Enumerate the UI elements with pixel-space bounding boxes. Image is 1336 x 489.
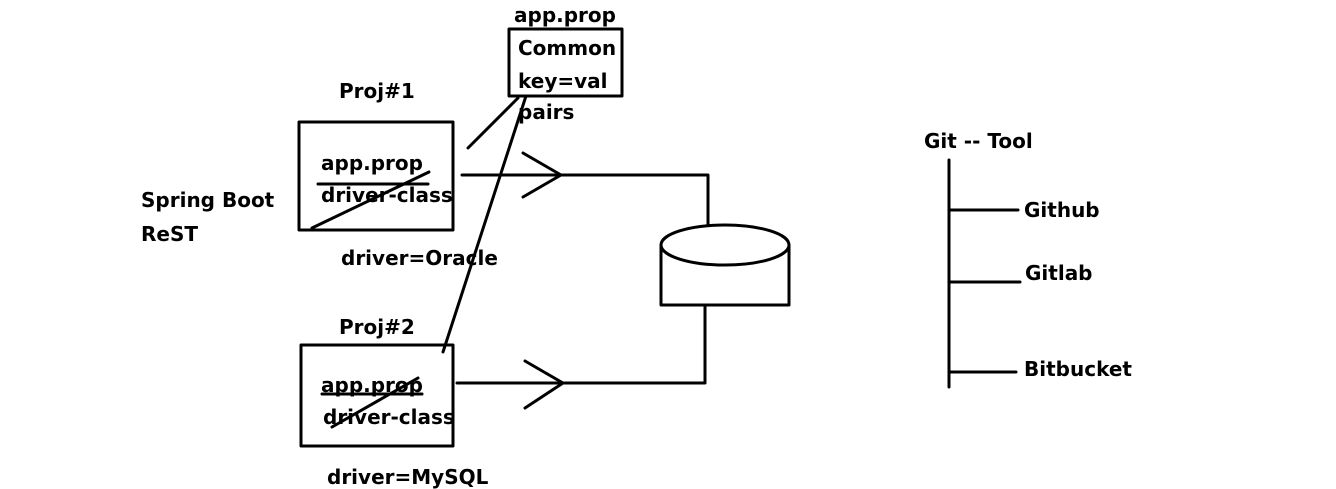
database-top	[659, 223, 791, 267]
proj1-arrowhead	[521, 151, 563, 199]
proj2-cross-line	[330, 376, 420, 429]
proj1-box	[297, 120, 455, 232]
proj2-title: Proj#2	[339, 315, 415, 339]
proj2-arrowhead	[523, 359, 565, 410]
proj2-to-common-link	[441, 94, 528, 354]
proj1-driver-oracle: driver=Oracle	[341, 246, 498, 270]
spring-boot-label: Spring Boot	[141, 188, 275, 212]
database-cylinder	[659, 243, 791, 307]
common-props-line1: Common	[518, 36, 617, 60]
proj2-to-db-line	[455, 304, 707, 385]
git-github-label: Github	[1024, 198, 1100, 222]
proj1-to-common-link	[466, 96, 520, 150]
common-props-title: app.prop	[514, 3, 616, 27]
rest-label: ReST	[141, 222, 199, 246]
git-bitbucket-label: Bitbucket	[1024, 357, 1132, 381]
git-tool-label: Git -- Tool	[924, 129, 1033, 153]
proj1-driver-class: driver-class	[321, 183, 453, 207]
git-gitlab-label: Gitlab	[1025, 261, 1093, 285]
proj2-driver-class: driver-class	[323, 405, 455, 429]
proj1-app-prop: app.prop	[321, 151, 423, 175]
proj2-driver-mysql: driver=MySQL	[327, 465, 489, 489]
common-props-line2: key=val	[518, 69, 608, 93]
proj1-cross-line	[310, 170, 431, 230]
common-props-line3: pairs	[518, 100, 575, 124]
proj2-box	[299, 343, 455, 448]
common-props-box	[507, 27, 624, 98]
proj1-to-db-line	[460, 173, 710, 227]
proj2-app-prop: app.prop	[321, 373, 423, 397]
proj1-title: Proj#1	[339, 79, 415, 103]
